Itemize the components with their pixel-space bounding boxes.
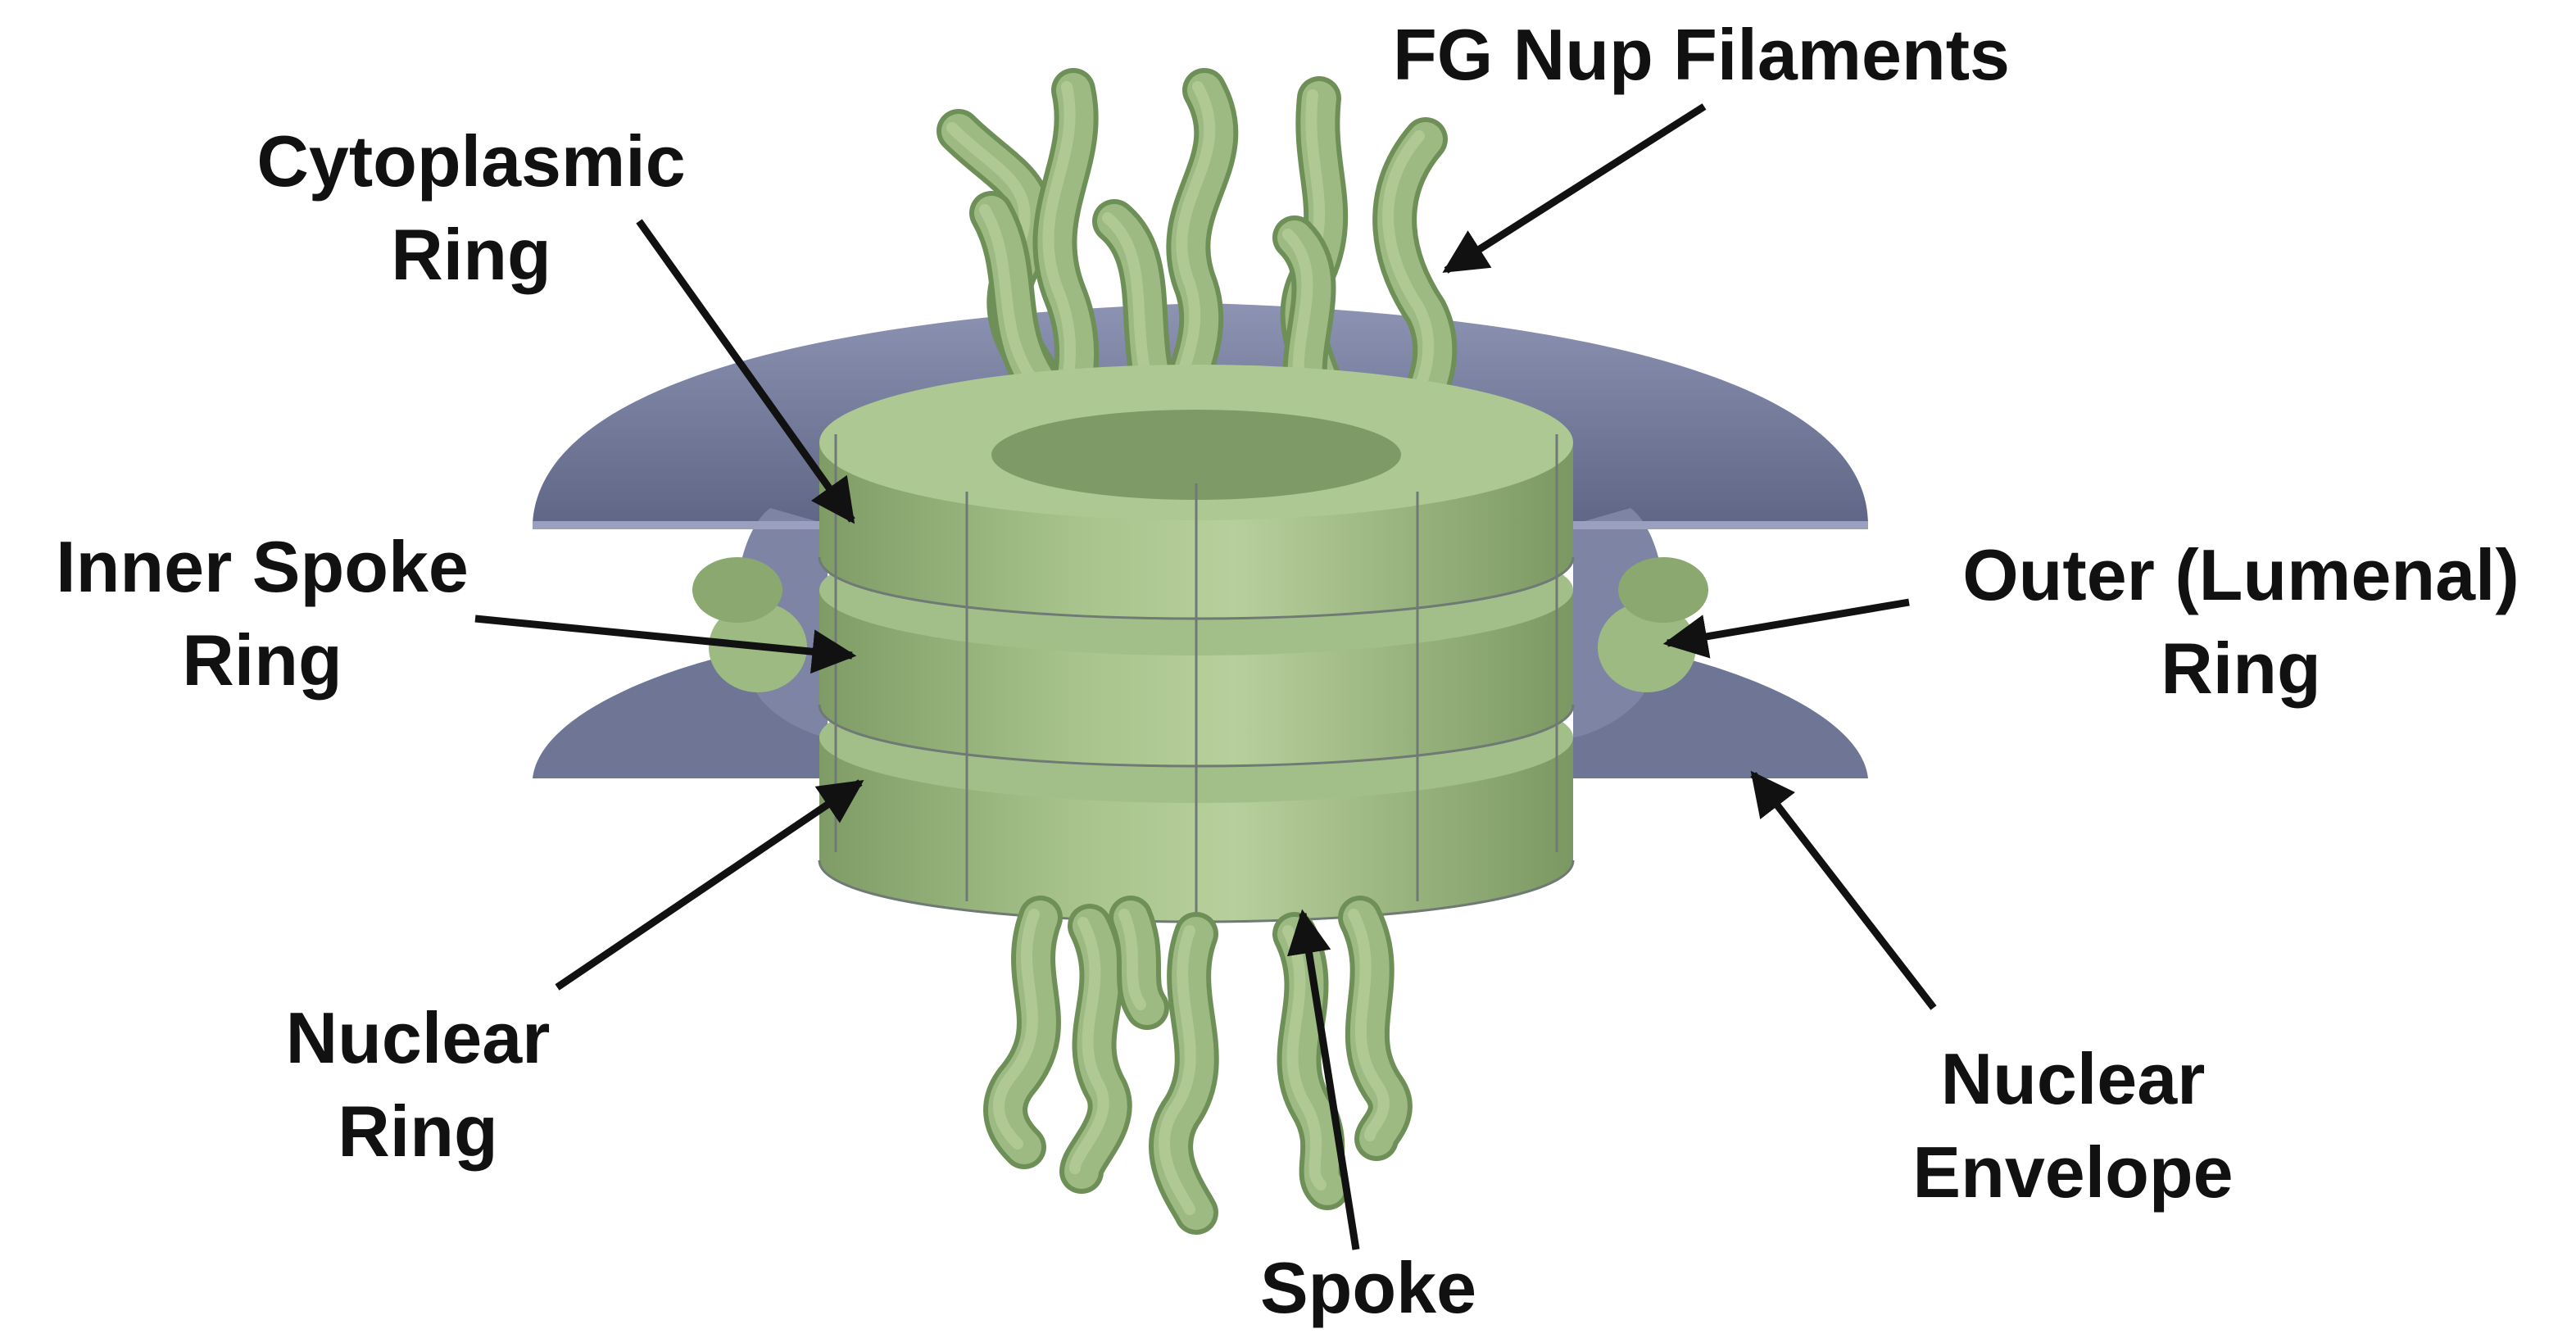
label-cytoplasmic-ring-line2: Ring [225,208,717,302]
label-nuclear-ring-line1: Nuclear [246,991,590,1085]
arrow-outer-ring [1667,602,1909,643]
label-inner-spoke-ring-line2: Ring [25,614,500,707]
label-nuclear-envelope-line1: Nuclear [1876,1032,2270,1126]
arrow-nuclear-ring [557,782,860,987]
label-cytoplasmic-ring: Cytoplasmic Ring [225,115,717,302]
label-inner-spoke-ring: Inner Spoke Ring [25,520,500,707]
label-fg-nup-filaments: FG Nup Filaments [1393,8,2010,102]
arrow-fg-filaments [1446,107,1704,270]
label-nuclear-envelope-line2: Envelope [1876,1126,2270,1219]
label-outer-lumenal-ring-line2: Ring [1917,622,2565,715]
label-cytoplasmic-ring-line1: Cytoplasmic [225,115,717,208]
ring-stack [819,365,1573,922]
fg-filaments-bottom [999,914,1390,1213]
label-nuclear-ring-line2: Ring [246,1085,590,1178]
label-outer-lumenal-ring-line1: Outer (Lumenal) [1917,528,2565,622]
label-outer-lumenal-ring: Outer (Lumenal) Ring [1917,528,2565,715]
label-spoke: Spoke [1245,1241,1491,1335]
label-inner-spoke-ring-line1: Inner Spoke [25,520,500,614]
label-spoke-text: Spoke [1245,1241,1491,1335]
label-nuclear-ring: Nuclear Ring [246,991,590,1178]
label-fg-nup-filaments-text: FG Nup Filaments [1393,8,2010,102]
label-nuclear-envelope: Nuclear Envelope [1876,1032,2270,1219]
arrow-nuclear-envelope [1753,774,1934,1008]
